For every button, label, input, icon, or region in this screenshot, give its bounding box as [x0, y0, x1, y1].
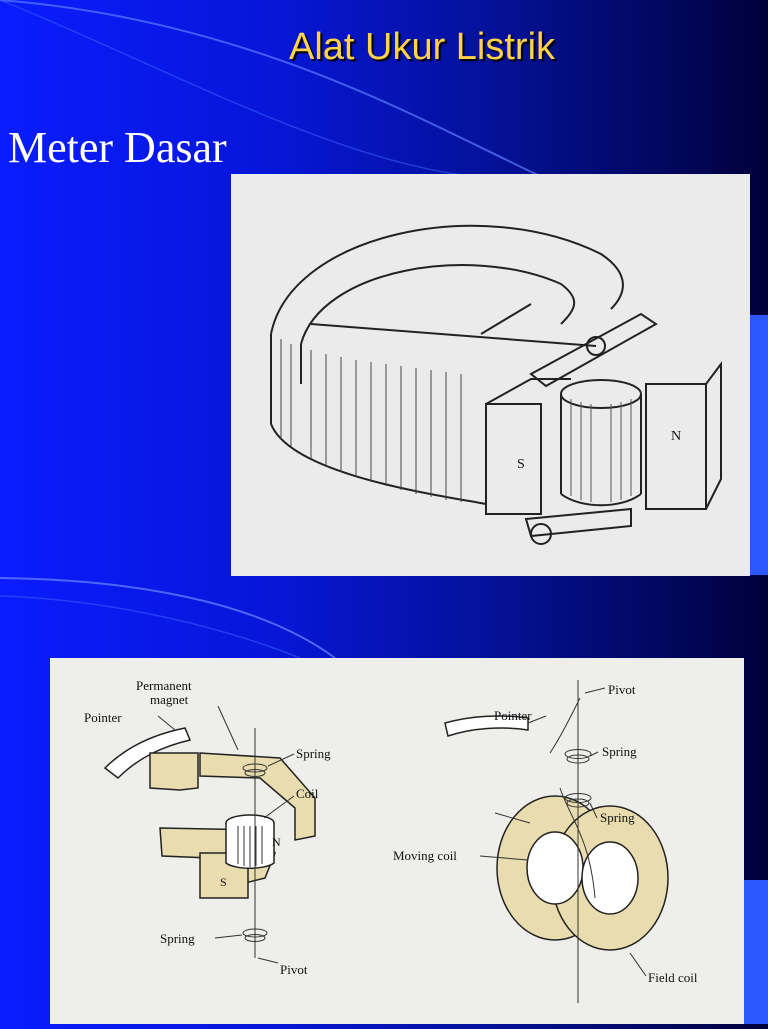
meter-illustration-top: S N	[231, 174, 750, 576]
pmmc-meter-drawing: S N	[270, 224, 722, 545]
field-coil-label: Field coil	[648, 970, 698, 985]
pole-north-label-left: N	[272, 835, 281, 849]
pole-south-label-left: S	[220, 875, 227, 889]
coil-label: Coil	[296, 786, 319, 801]
slide-subtitle: Meter Dasar	[8, 123, 227, 172]
spring-top-label-right: Spring	[602, 744, 637, 759]
right-accent-bar-lower	[742, 880, 768, 1024]
permanent-magnet-label-1: Permanent	[136, 678, 192, 693]
pole-north-label: N	[671, 429, 681, 444]
moving-coil-label: Moving coil	[393, 848, 457, 863]
spring-top-label-left: Spring	[296, 746, 331, 761]
meter-illustration-bottom: Permanent magnet Pointer Spring Coil N S…	[50, 658, 744, 1024]
right-accent-bar	[748, 315, 768, 575]
pivot-label-right: Pivot	[608, 682, 636, 697]
permanent-magnet-label-2: magnet	[150, 692, 189, 707]
meter-mechanisms-drawing: Permanent magnet Pointer Spring Coil N S…	[84, 678, 698, 1003]
slide-title: Alat Ukur Listrik	[288, 26, 556, 68]
pivot-label-left: Pivot	[280, 962, 308, 977]
spring-bottom-label-right: Spring	[600, 810, 635, 825]
pointer-label-right: Pointer	[494, 708, 532, 723]
pole-south-label: S	[517, 457, 525, 472]
pointer-label-left: Pointer	[84, 710, 122, 725]
spring-bottom-label-left: Spring	[160, 931, 195, 946]
